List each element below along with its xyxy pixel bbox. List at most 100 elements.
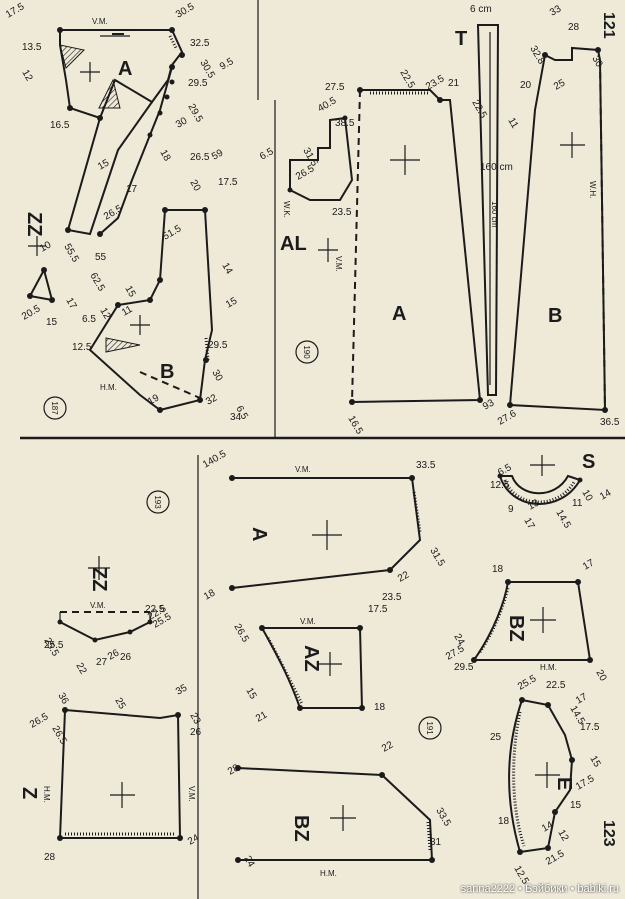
label-a-193: A <box>248 527 270 541</box>
label-bz-191: BZ <box>505 615 527 642</box>
measurement-label: 12.5 <box>490 480 510 491</box>
measurement-label: 36.5 <box>600 417 620 428</box>
measurement-label: 35 <box>174 682 190 697</box>
measurement-label: 30.5 <box>174 1 197 20</box>
piece-193-zz <box>57 556 153 643</box>
measurement-label: 26.5 <box>49 724 68 747</box>
piece-193-bz <box>235 765 435 863</box>
piece-191-e <box>508 697 575 855</box>
measurement-label: 93 <box>481 397 497 412</box>
measurement-label: 21 <box>448 78 460 89</box>
measurement-label: 30 <box>589 54 604 70</box>
measurement-label: 16.5 <box>50 120 70 131</box>
measurement-label: 23.5 <box>332 207 352 218</box>
label-160cm: 160 cm <box>490 201 499 228</box>
measurement-label: 17 <box>574 691 590 706</box>
label-s: S <box>582 451 595 473</box>
svg-text:193: 193 <box>153 495 162 509</box>
piece-193-z <box>57 707 183 841</box>
piece-190-skirt-a <box>349 87 483 405</box>
measurement-label: 18 <box>492 564 504 575</box>
measurement-label: 24 <box>241 854 256 870</box>
measurement-label: 9.5 <box>218 56 236 73</box>
measurement-label: 17.5 <box>4 1 27 20</box>
measurement-label: 160 cm <box>480 162 513 173</box>
measurement-label: 31 <box>430 837 442 848</box>
label-vm-187: V.M. <box>92 17 108 26</box>
measurement-label: 6.5 <box>82 314 96 325</box>
measurement-label: 26.5 <box>190 152 210 163</box>
measurement-label: 17.5 <box>218 177 238 188</box>
piece-187-zz <box>27 236 55 303</box>
svg-text:190: 190 <box>302 345 311 359</box>
measurement-label: 10 <box>579 488 594 504</box>
measurement-label: 10 <box>38 239 54 254</box>
page-number-top: 121 <box>600 12 617 39</box>
measurement-label: 27 <box>96 657 108 668</box>
measurement-label: 38.5 <box>335 118 355 129</box>
measurement-label: 26.5 <box>231 622 250 645</box>
measurement-label: 14.5 <box>553 508 572 531</box>
piece-191-bz <box>471 579 593 663</box>
measurement-label: 12 <box>19 68 34 84</box>
measurement-label: 17.5 <box>580 722 600 733</box>
measurement-label: 12 <box>555 828 570 844</box>
measurement-label: 23 <box>187 711 202 727</box>
measurement-label: 18 <box>374 702 386 713</box>
measurement-label: 27.5 <box>444 643 467 662</box>
measurement-label: 18 <box>157 148 172 164</box>
measurement-label: 13 <box>526 497 542 512</box>
measurement-label: 29.5 <box>185 102 204 125</box>
measurement-label: 30 <box>174 115 190 130</box>
label-al: AL <box>280 233 307 255</box>
measurement-label: 22.5 <box>546 680 566 691</box>
measurement-label: 55 <box>95 252 107 263</box>
measurement-label: 26 <box>120 652 132 663</box>
measurement-label: 33.5 <box>433 806 452 829</box>
measurement-label: 14 <box>598 487 614 502</box>
measurement-label: 31.5 <box>427 546 446 569</box>
measurement-label: 33.5 <box>416 460 436 471</box>
measurement-label: 9 <box>508 504 514 515</box>
measurement-label: 23.5 <box>382 592 402 603</box>
measurement-label: 26 <box>190 727 202 738</box>
measurement-label: 11 <box>505 116 520 131</box>
measurement-label: 22 <box>73 661 88 677</box>
measurement-label: 27.6 <box>496 408 519 427</box>
measurement-label: 25 <box>490 732 502 743</box>
diagram-number-190: 190 <box>295 340 319 364</box>
scale-bar-letter: T <box>455 28 467 50</box>
label-hm-bz: H.M. <box>320 869 337 878</box>
measurement-label: 29.5 <box>188 78 208 89</box>
measurement-label: 26.5 <box>102 203 125 222</box>
measurement-label: 36 <box>55 691 70 707</box>
measurement-label: 27.5 <box>325 82 345 93</box>
measurement-label: 20 <box>593 668 608 684</box>
measurement-label: 20 <box>187 178 202 194</box>
measurement-label: 15 <box>96 157 112 172</box>
measurement-label: 19 <box>146 392 162 407</box>
label-bz-193: BZ <box>290 815 312 842</box>
measurement-label: 17 <box>521 516 536 532</box>
measurement-label: 22.5 <box>397 68 416 91</box>
measurement-label: 18 <box>498 816 510 827</box>
measurement-label: 16.5 <box>345 414 364 437</box>
measurement-label: 25 <box>552 77 568 92</box>
label-az: AZ <box>300 645 322 672</box>
measurement-label: 15 <box>570 800 582 811</box>
scale-bar-top: 6 cm <box>470 4 492 15</box>
label-vm-z: V.M. <box>187 786 196 802</box>
measurement-label: 28 <box>44 852 56 863</box>
measurement-label: 29.5 <box>454 662 474 673</box>
measurement-label: 23.5 <box>424 73 447 92</box>
diagram-number-191: 191 <box>418 716 442 740</box>
measurement-label: 15 <box>46 317 58 328</box>
measurement-label: 22.5 <box>469 98 488 121</box>
label-b-187: B <box>160 361 174 383</box>
measurement-label: 14 <box>219 261 234 277</box>
diagram-number-187: 187 <box>43 396 67 420</box>
measurement-label: 15 <box>243 686 258 702</box>
label-a-190: A <box>392 303 406 325</box>
